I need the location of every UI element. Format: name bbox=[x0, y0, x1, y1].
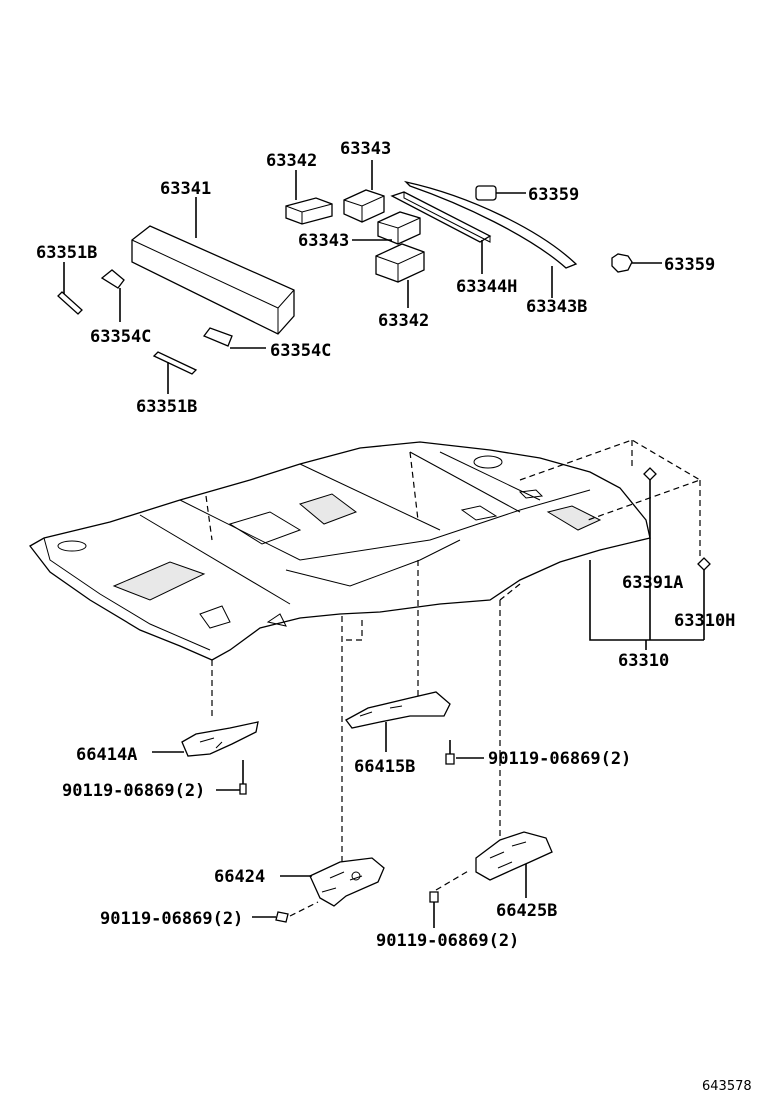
label-63351b-left: 63351B bbox=[36, 243, 97, 263]
part-63359-clip-top bbox=[475, 185, 497, 201]
label-66415b: 66415B bbox=[354, 757, 415, 777]
label-screw-lower-left: 90119-06869(2) bbox=[100, 909, 243, 929]
part-63391a-clip bbox=[643, 467, 657, 481]
label-63343b: 63343B bbox=[526, 297, 587, 317]
label-63343-mid: 63343 bbox=[298, 231, 349, 251]
part-63354c-pad-left bbox=[100, 269, 125, 289]
part-66414a-bracket bbox=[181, 721, 259, 757]
part-63343b-trim bbox=[403, 180, 578, 269]
label-63344h: 63344H bbox=[456, 277, 517, 297]
label-63310h: 63310H bbox=[674, 611, 735, 631]
label-63359-top: 63359 bbox=[528, 185, 579, 205]
label-66414a: 66414A bbox=[76, 745, 137, 765]
label-63343-top: 63343 bbox=[340, 139, 391, 159]
label-63391a: 63391A bbox=[622, 573, 683, 593]
label-63354c-left: 63354C bbox=[90, 327, 151, 347]
screw-lower-left bbox=[275, 911, 289, 923]
part-63342-top-block bbox=[285, 197, 333, 225]
label-63310: 63310 bbox=[618, 651, 669, 671]
part-63343-block-a bbox=[343, 189, 385, 223]
screw-center bbox=[445, 740, 455, 765]
screw-lower-mid bbox=[429, 891, 439, 928]
label-screw-center: 90119-06869(2) bbox=[488, 749, 631, 769]
part-63342-lower-block bbox=[375, 243, 425, 283]
part-63343-block-b bbox=[377, 211, 421, 245]
part-66415b-bracket bbox=[345, 691, 451, 729]
leader-63310-bracket bbox=[589, 560, 704, 641]
label-63359-right: 63359 bbox=[664, 255, 715, 275]
label-66424: 66424 bbox=[214, 867, 265, 887]
figure-code: 643578 bbox=[702, 1079, 752, 1094]
part-63310-headliner bbox=[29, 441, 651, 661]
part-66424-bracket bbox=[309, 857, 385, 907]
part-66425b-bracket bbox=[475, 831, 553, 881]
part-63344h-strip bbox=[390, 191, 492, 243]
screw-left bbox=[239, 760, 247, 795]
part-63310h-clip bbox=[697, 557, 711, 571]
label-screw-lower-mid: 90119-06869(2) bbox=[376, 931, 519, 951]
part-63341-panel bbox=[131, 225, 295, 335]
label-63342-bottom: 63342 bbox=[378, 311, 429, 331]
label-63342-top: 63342 bbox=[266, 151, 317, 171]
part-63351b-rod-bottom bbox=[152, 351, 198, 375]
reference-dashed-lines bbox=[205, 439, 702, 917]
label-screw-left: 90119-06869(2) bbox=[62, 781, 205, 801]
label-63354c-mid: 63354C bbox=[270, 341, 331, 361]
part-63359-clip-right bbox=[611, 253, 633, 273]
label-63351b-bottom: 63351B bbox=[136, 397, 197, 417]
label-63341: 63341 bbox=[160, 179, 211, 199]
label-66425b: 66425B bbox=[496, 901, 557, 921]
part-63351b-rod-left bbox=[57, 291, 83, 315]
part-63354c-pad-mid bbox=[202, 327, 233, 347]
